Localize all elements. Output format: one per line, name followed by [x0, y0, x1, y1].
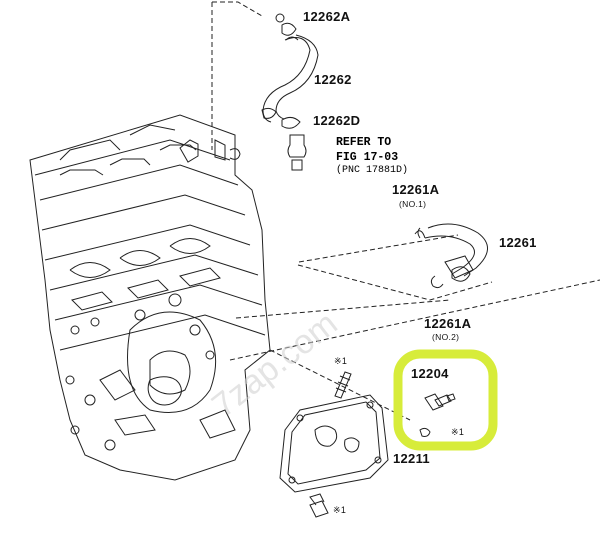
- hose-12262: [261, 13, 319, 123]
- label-no2: (NO.2): [432, 332, 460, 342]
- note-1-sensor: ※1: [451, 427, 465, 437]
- cover-12211: [279, 394, 389, 493]
- label-no1: (NO.1): [399, 199, 427, 209]
- pipe-12262d: [281, 116, 307, 171]
- label-12211[interactable]: 12211: [393, 451, 430, 466]
- refer-line-2: FIG 17-03: [336, 151, 399, 164]
- label-12204[interactable]: 12204: [411, 366, 449, 381]
- leader-lines: [211, 1, 600, 421]
- refer-line-3: (PNC 17881D): [336, 165, 409, 176]
- hose-12261: [414, 223, 488, 289]
- label-12261a-bottom[interactable]: 12261A: [424, 316, 472, 331]
- label-12262a[interactable]: 12262A: [303, 9, 351, 24]
- refer-line-1: REFER TO: [336, 136, 392, 149]
- highlight-box: [393, 349, 498, 451]
- stud-bolts: [309, 371, 352, 518]
- refer-note[interactable]: REFER TO FIG 17-03 (PNC 17881D): [336, 135, 408, 176]
- sensor-12204: [419, 393, 456, 437]
- note-1-top: ※1: [334, 356, 348, 366]
- label-12262[interactable]: 12262: [314, 72, 352, 87]
- label-12262d[interactable]: 12262D: [313, 113, 361, 128]
- label-12261a-top[interactable]: 12261A: [392, 182, 440, 197]
- label-12261[interactable]: 12261: [499, 235, 537, 250]
- engine-block: [29, 114, 271, 481]
- note-1-bottom: ※1: [333, 505, 347, 515]
